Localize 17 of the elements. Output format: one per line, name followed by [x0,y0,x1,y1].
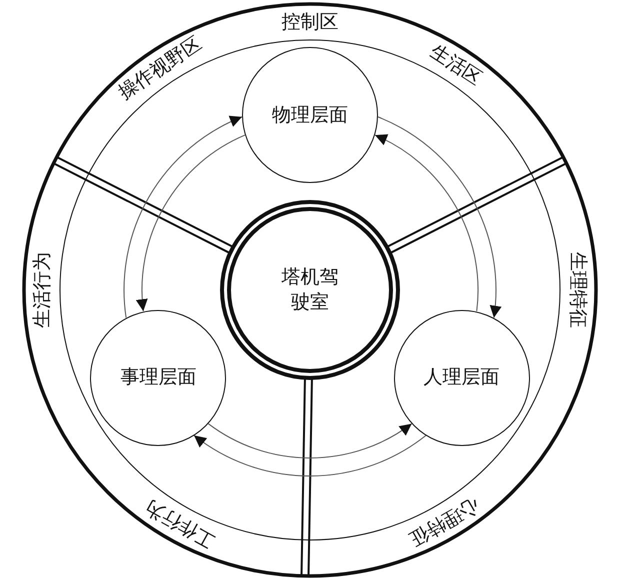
node-label: 事理层面 [120,365,196,390]
arrow [374,134,479,312]
zone-label: 生理特征 [566,252,590,328]
zone-label: 操作视野区 [114,31,207,106]
zone-label: 心理特征 [404,492,484,552]
node-label: 塔机驾驶室 [280,265,340,315]
zone-label: 生活区 [425,39,487,92]
arrow [194,434,426,476]
zone-label: 控制区 [282,10,338,35]
node-label: 物理层面 [272,102,348,128]
arrow [378,116,501,318]
node-label: 人理层面 [424,365,500,390]
arrow [208,423,412,458]
zone-label: 工作行为 [140,495,220,554]
arrow [124,116,242,318]
arrow [136,134,246,312]
zone-label: 生活行为 [30,252,54,328]
